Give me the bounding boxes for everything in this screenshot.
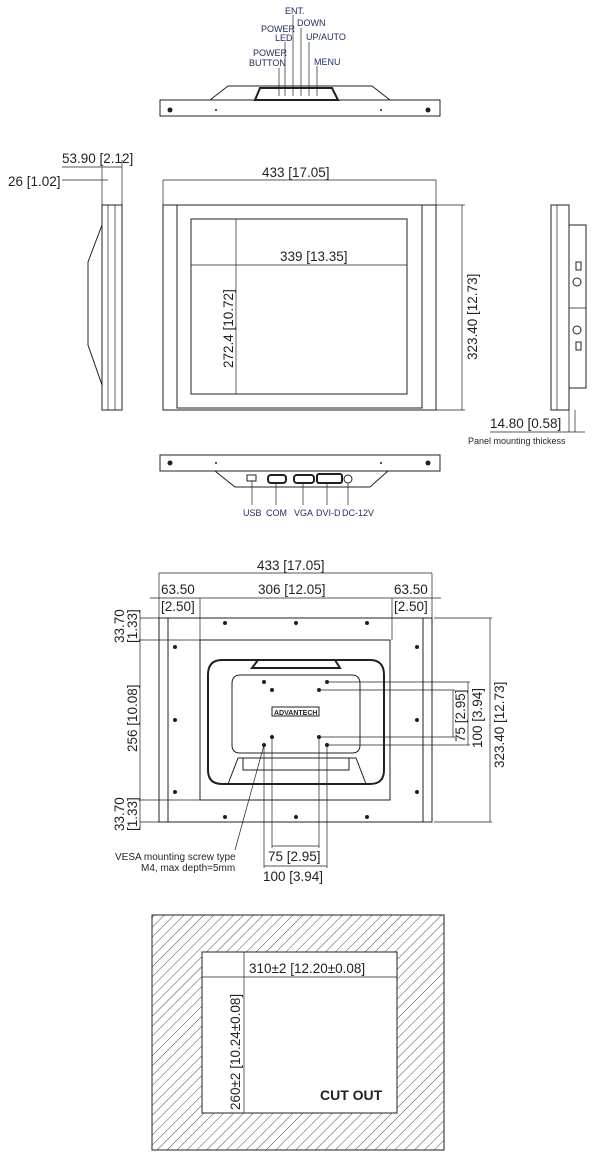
bezel-depth-dimension: 26 [1.02] <box>8 174 61 189</box>
mounting-holes <box>173 621 419 819</box>
power-button-label-2: BUTTON <box>249 58 286 68</box>
depth-dimension: 53.90 [2.12] <box>62 151 133 166</box>
panel-thickness-dimension: 14.80 [0.58] <box>490 416 561 431</box>
port-label-vga: VGA <box>294 508 313 518</box>
menu-label: MENU <box>314 57 341 67</box>
right-margin-value: 63.50 <box>394 582 428 597</box>
cutout-view: 310±2 [12.20±0.08] 260±2 [10.24±0.08] CU… <box>151 914 445 1151</box>
cutout-opening <box>201 951 398 1114</box>
vesa-75-vertical: 75 [2.95] <box>453 689 468 742</box>
power-button-label-1: POWER <box>253 48 288 58</box>
usb-port <box>246 474 257 482</box>
cutout-height-dimension: 260±2 [10.24±0.08] <box>228 994 243 1110</box>
bottom-margin-inch: [1.33] <box>125 797 140 831</box>
port-label-com: COM <box>266 508 287 518</box>
cutout-label: CUT OUT <box>320 1087 383 1103</box>
back-width-dimension: 433 [17.05] <box>257 558 325 573</box>
port-label-dvi: DVI-D <box>316 508 341 518</box>
up-auto-label: UP/AUTO <box>306 32 346 42</box>
left-margin-inch: [2.50] <box>161 599 195 614</box>
center-width-dimension: 306 [12.05] <box>258 582 326 597</box>
top-margin-inch: [1.33] <box>125 609 140 643</box>
advantech-logo: ADVANTECH <box>274 710 317 717</box>
right-margin-inch: [2.50] <box>394 599 428 614</box>
port-label-usb: USB <box>243 508 262 518</box>
power-led-label-2: LED <box>275 33 293 43</box>
down-label: DOWN <box>297 18 326 28</box>
vesa-100-horizontal: 100 [3.94] <box>263 869 323 884</box>
top-frame <box>159 99 441 117</box>
left-margin-value: 63.50 <box>161 582 195 597</box>
screen-width-dimension: 339 [13.35] <box>280 249 348 264</box>
front-view: 433 [17.05] 339 [13.35] 272.4 [10.72] 32… <box>162 165 480 411</box>
mid-height-dimension: 256 [10.08] <box>125 684 140 752</box>
vesa-note-line-2: M4, max depth=5mm <box>141 863 235 874</box>
front-outer <box>162 204 437 411</box>
vesa-leader-line <box>234 744 265 851</box>
top-margin-value: 33.70 <box>112 609 127 643</box>
ent-label: ENT. <box>285 6 305 16</box>
port-label-dc: DC-12V <box>342 508 374 518</box>
bottom-margin-value: 33.70 <box>112 797 127 831</box>
vesa-100-vertical: 100 [3.94] <box>470 688 485 748</box>
dvi-port <box>316 473 343 484</box>
bottom-view: USB COM VGA DVI-D DC-12V <box>159 454 441 518</box>
screen <box>190 218 408 395</box>
com-port <box>267 474 287 484</box>
dc-port <box>343 474 353 484</box>
front-height-dimension: 323.40 [12.73] <box>465 274 480 360</box>
cutout-width-dimension: 310±2 [12.20±0.08] <box>249 961 365 976</box>
top-view: ENT. DOWN POWER LED UP/AUTO POWER BUTTON… <box>159 6 441 117</box>
power-led-label-1: POWER <box>261 24 296 34</box>
front-width-dimension: 433 [17.05] <box>262 165 330 180</box>
panel-thickness-label: Panel mounting thickess <box>468 436 566 446</box>
button-panel <box>253 87 340 101</box>
vga-port <box>293 474 315 484</box>
left-side-view: 53.90 [2.12] 26 [1.02] <box>8 151 133 411</box>
vesa-note-line-1: VESA mounting screw type <box>115 852 236 863</box>
back-height-dimension: 323.40 [12.73] <box>492 682 507 768</box>
vesa-75-horizontal: 75 [2.95] <box>268 849 321 864</box>
right-side-view: 14.80 [0.58] Panel mounting thickess <box>468 204 587 446</box>
back-view: ADVANTECH <box>112 558 507 884</box>
screen-height-dimension: 272.4 [10.72] <box>221 289 236 368</box>
